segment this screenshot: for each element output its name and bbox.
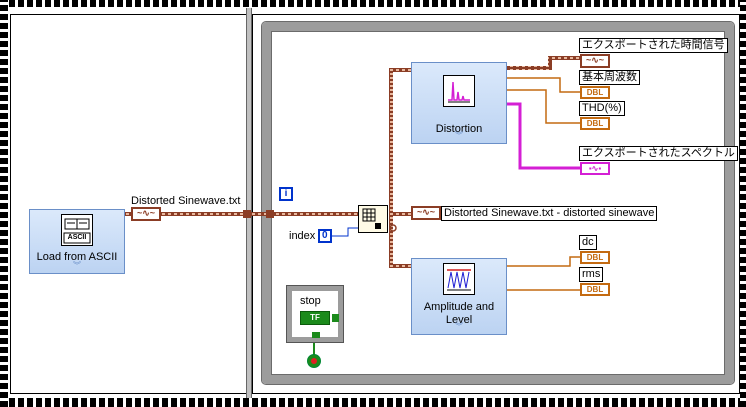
stop-event-structure[interactable]: stop TF — [287, 286, 343, 342]
ascii-icon-text: ASCII — [67, 234, 87, 241]
stop-output-tunnel[interactable] — [332, 314, 339, 322]
fundamental-terminal[interactable]: DBL — [580, 86, 610, 99]
exported-spectrum-label: エクスポートされたスペクトル — [579, 146, 738, 161]
rms-label: rms — [579, 267, 604, 282]
stop-button-terminal[interactable]: TF — [300, 311, 330, 325]
file-wire-label: Distorted Sinewave.txt — [131, 195, 241, 207]
amplitude-label-line1: Amplitude and — [423, 301, 495, 313]
waveform-terminal[interactable]: ~∿~ — [131, 207, 161, 221]
expand-chevron-icon[interactable]: ︾ — [73, 261, 81, 270]
sequence-frame-bottom-strip — [0, 398, 746, 407]
iteration-terminal[interactable]: i — [279, 187, 293, 201]
stop-label: stop — [300, 295, 321, 307]
sequence-frame-left-strip — [0, 0, 8, 407]
expand-chevron-icon[interactable]: ︾ — [455, 322, 463, 331]
dc-label: dc — [579, 235, 597, 250]
waveform-wire[interactable] — [124, 56, 580, 268]
distortion-label: Distortion — [435, 123, 483, 135]
index-label: index — [289, 230, 316, 242]
exported-signal-terminal[interactable]: ~∿~ — [580, 54, 610, 68]
spectrum-wire[interactable] — [506, 102, 580, 170]
sequence-frame-1[interactable] — [10, 14, 247, 394]
amplitude-label-line2: Level — [445, 314, 473, 326]
sequence-frame-top-strip — [0, 0, 746, 7]
dc-terminal[interactable]: DBL — [580, 251, 610, 264]
index-wire[interactable] — [332, 227, 358, 237]
while-loop[interactable] — [262, 22, 734, 384]
thd-terminal[interactable]: DBL — [580, 117, 610, 130]
index-constant[interactable]: 0 — [318, 229, 332, 243]
amplitude-level-node[interactable]: Amplitude and Level ︾ — [411, 258, 507, 335]
exported-spectrum-terminal[interactable]: ▪∿▪ — [580, 162, 610, 175]
frame-tunnel[interactable] — [243, 210, 251, 218]
waveform-glyph: ~∿~ — [585, 55, 605, 65]
loop-condition-icon[interactable] — [307, 354, 321, 368]
indexed-signal-label: Distorted Sinewave.txt - distorted sinew… — [441, 206, 658, 221]
waveform-glyph: ~∿~ — [136, 208, 156, 218]
fundamental-label: 基本周波数 — [579, 70, 640, 85]
distortion-node[interactable]: Distortion ︾ — [411, 62, 507, 144]
index-array-node[interactable] — [358, 205, 388, 233]
expand-chevron-icon[interactable]: ︾ — [455, 131, 463, 140]
thd-label: THD(%) — [579, 101, 625, 116]
load-from-ascii-node[interactable]: ASCII Load from ASCII ︾ — [29, 209, 125, 274]
rms-terminal[interactable]: DBL — [580, 283, 610, 296]
indexed-waveform-terminal[interactable]: ~∿~ — [411, 206, 441, 220]
dbl-wires[interactable] — [506, 77, 580, 291]
spectrum-icon — [443, 75, 475, 107]
loop-tunnel[interactable] — [266, 210, 274, 218]
ascii-file-icon: ASCII — [61, 214, 93, 246]
stop-bottom-tunnel[interactable] — [312, 332, 320, 338]
waveform-glyph: ~∿~ — [416, 207, 436, 217]
amplitude-icon — [443, 263, 475, 295]
sequence-frame-right-strip — [740, 0, 746, 407]
sequence-frame-divider — [246, 8, 252, 398]
load-from-ascii-label: Load from ASCII — [36, 251, 118, 263]
index-output-dot — [389, 224, 397, 232]
exported-signal-label: エクスポートされた時間信号 — [579, 38, 728, 53]
